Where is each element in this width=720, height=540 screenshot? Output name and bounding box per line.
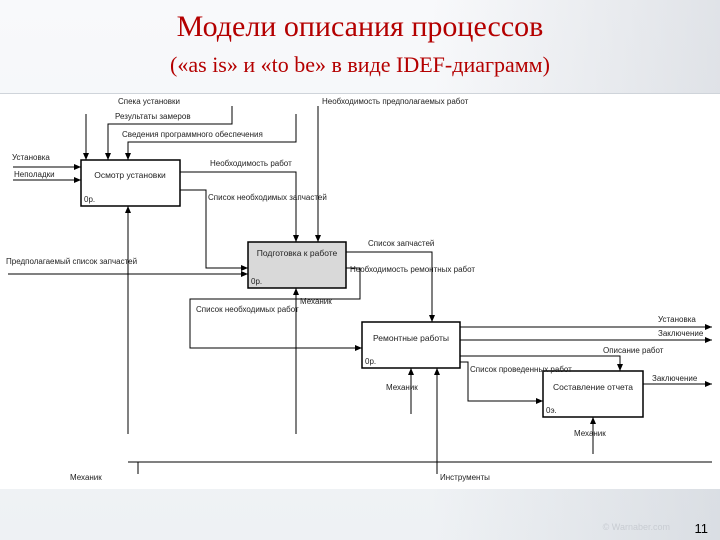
- label-parts-list: Список запчастей: [368, 239, 434, 248]
- arrows: [8, 106, 712, 474]
- box-repair-label: Ремонтные работы: [373, 333, 449, 343]
- slide-title: Модели описания процессов: [176, 10, 544, 43]
- box-preparation-label: Подготовка к работе: [257, 248, 338, 258]
- label-spec: Спека установки: [118, 97, 180, 106]
- box-inspection: Осмотр установки 0р.: [80, 159, 181, 207]
- idef-diagram: Осмотр установки 0р. Подготовка к работе…: [0, 93, 720, 489]
- label-list-needed-2: Список необходимых работ: [196, 305, 299, 314]
- watermark: © Warnaber.com: [602, 522, 670, 532]
- page-number: 11: [694, 521, 709, 536]
- label-list-needed-1: Список необходимых запчастей: [208, 193, 327, 202]
- box-inspection-label: Осмотр установки: [94, 170, 166, 180]
- box-inspection-node: 0р.: [84, 195, 95, 204]
- label-install-in: Установка: [12, 153, 50, 162]
- label-report: Заключение: [652, 374, 698, 383]
- label-list-performed: Список проведенных работ: [470, 365, 572, 374]
- label-need-repair: Необходимость ремонтных работ: [350, 265, 475, 274]
- label-toolbox: Инструменты: [440, 473, 490, 482]
- box-repair-node: 0р.: [365, 357, 376, 366]
- slide-subtitle: («as is» и «to be» в виде IDEF-диаграмм): [170, 52, 550, 77]
- box-report-label: Составление отчета: [553, 382, 633, 392]
- label-mechanic-3: Механик: [386, 383, 418, 392]
- label-mechanic-ext: Механик: [70, 473, 102, 482]
- box-report: Составление отчета 0э.: [542, 370, 644, 418]
- box-repair: Ремонтные работы 0р.: [361, 321, 461, 369]
- label-out-install: Установка: [658, 315, 696, 324]
- box-preparation: Подготовка к работе 0р.: [247, 241, 347, 289]
- idef-diagram-svg: Осмотр установки 0р. Подготовка к работе…: [6, 97, 712, 482]
- box-report-node: 0э.: [546, 406, 557, 415]
- label-need-expected: Необходимость предполагаемых работ: [322, 97, 469, 106]
- label-faults: Неполадки: [14, 170, 55, 179]
- label-out-conclusion: Заключение: [658, 329, 704, 338]
- label-expected-parts: Предполагаемый список запчастей: [6, 257, 137, 266]
- label-measure: Результаты замеров: [115, 112, 191, 121]
- label-mechanic-4: Механик: [574, 429, 606, 438]
- label-software: Сведения программного обеспечения: [122, 130, 263, 139]
- label-work-desc: Описание работ: [603, 346, 664, 355]
- label-mechanic-2: Механик: [300, 297, 332, 306]
- box-preparation-node: 0р.: [251, 277, 262, 286]
- label-need-work: Необходимость работ: [210, 159, 292, 168]
